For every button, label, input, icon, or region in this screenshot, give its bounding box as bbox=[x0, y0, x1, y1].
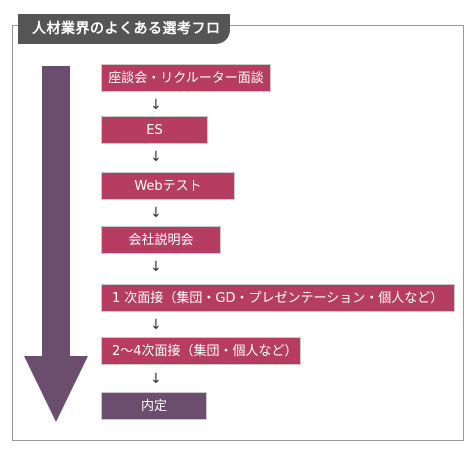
down-arrow-5-icon: ↓ bbox=[150, 317, 162, 333]
down-arrow-1-icon: ↓ bbox=[150, 97, 162, 113]
step-web-test: Webテスト bbox=[101, 172, 235, 200]
step-zadankai: 座談会・リクルーター面談 bbox=[101, 64, 271, 92]
down-arrow-6-icon: ↓ bbox=[150, 371, 162, 387]
step-later-interviews: 2～4次面接（集団・個人など） bbox=[101, 337, 301, 365]
down-arrow-4-icon: ↓ bbox=[150, 259, 162, 275]
step-es: ES bbox=[101, 116, 208, 144]
flow-frame bbox=[12, 25, 464, 441]
step-offer: 内定 bbox=[101, 392, 207, 420]
step-first-interview: 1 次面接（集団・GD・プレゼンテーション・個人など） bbox=[101, 284, 455, 312]
big-down-arrow-icon bbox=[24, 66, 88, 422]
step-company-briefing: 会社説明会 bbox=[101, 226, 221, 254]
down-arrow-3-icon: ↓ bbox=[150, 205, 162, 221]
flow-title: 人材業界のよくある選考フロー bbox=[18, 14, 230, 67]
down-arrow-2-icon: ↓ bbox=[150, 149, 162, 165]
